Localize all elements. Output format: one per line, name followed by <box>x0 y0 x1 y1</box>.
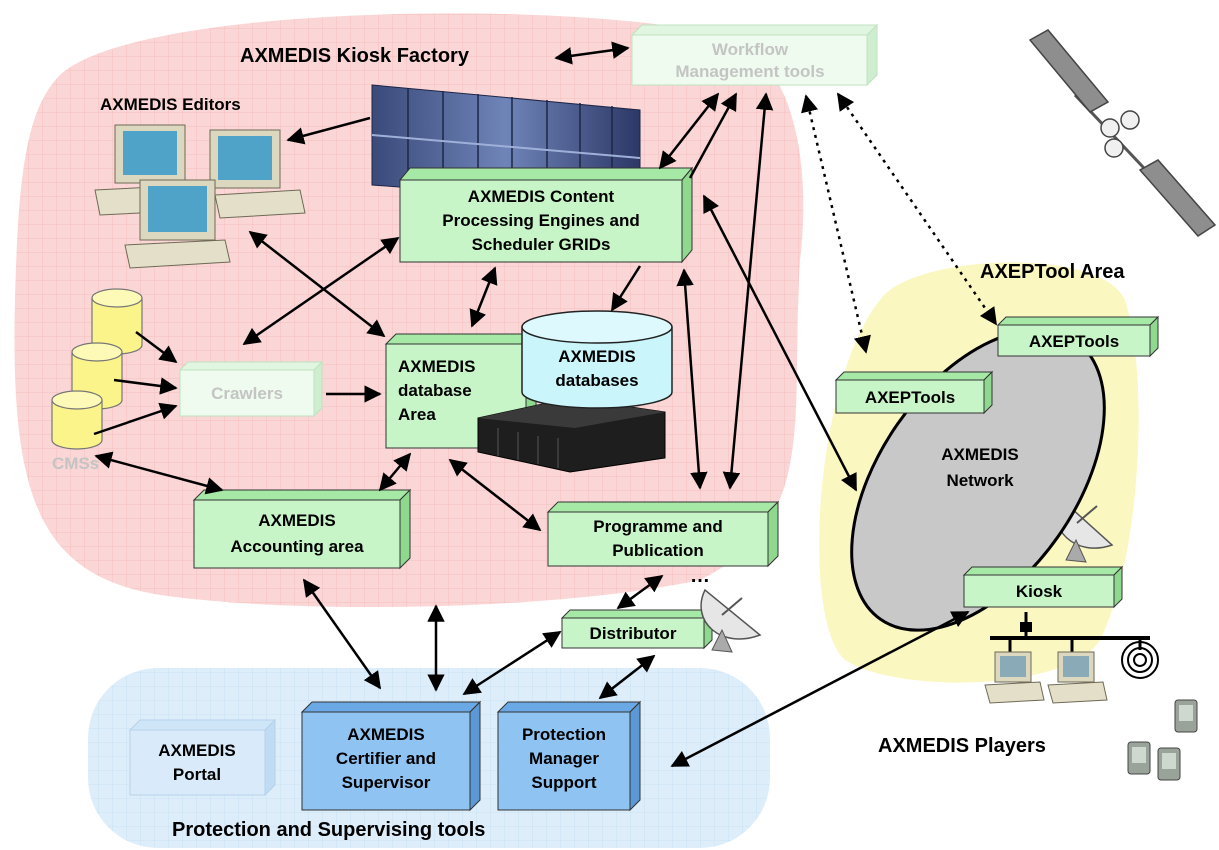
player-computers-icon <box>984 651 1108 704</box>
arrow-cms-crawlers-1 <box>135 331 178 364</box>
arrow-programme-distributor <box>616 574 664 610</box>
accounting-label-1: AXMEDIS <box>258 511 335 530</box>
editor-computers-icon <box>94 124 306 269</box>
certifier-label-1: AXMEDIS <box>347 725 424 744</box>
workflow-label-1: Workflow <box>712 40 789 59</box>
protection-manager-box[interactable]: Protection Manager Support <box>496 700 642 812</box>
players-title: AXMEDIS Players <box>878 735 1046 757</box>
arrow-crawlers-content <box>242 236 400 346</box>
distributor-label: Distributor <box>590 624 677 643</box>
arrow-cms-crawlers-3 <box>93 402 178 436</box>
axeptools-left-box[interactable]: AXEPTools <box>834 370 994 415</box>
arrow-content-network <box>702 194 858 492</box>
arrow-content-databases <box>610 265 642 312</box>
axmedis-databases-cylinder[interactable]: AXMEDIS databases <box>521 310 673 409</box>
distributor-box[interactable]: Distributor <box>560 608 714 650</box>
databases-label-1: AXMEDIS <box>558 347 635 366</box>
programme-ellipsis: … <box>690 565 710 587</box>
protection-manager-label-1: Protection <box>522 725 606 744</box>
accounting-label-2: Accounting area <box>230 537 364 556</box>
crawlers-label: Crawlers <box>211 384 283 403</box>
portal-label-1: AXMEDIS <box>158 741 235 760</box>
content-processing-label-2: Processing Engines and <box>442 211 639 230</box>
arrow-distributor-certifier <box>462 630 562 696</box>
portal-box[interactable]: AXMEDIS Portal <box>128 718 277 797</box>
arrow-cms-crawlers-2 <box>113 377 178 395</box>
cmss-label: CMSs <box>52 454 99 473</box>
database-area-label-1: AXMEDIS <box>398 357 475 376</box>
network-label-1: AXMEDIS <box>941 445 1018 464</box>
certifier-label-3: Supervisor <box>342 773 431 792</box>
programme-label-2: Publication <box>612 541 704 560</box>
content-processing-box[interactable]: AXMEDIS Content Processing Engines and S… <box>398 166 694 264</box>
protection-manager-label-3: Support <box>531 773 596 792</box>
arrow-database-programme <box>448 458 542 532</box>
content-processing-label-3: Scheduler GRIDs <box>472 235 611 254</box>
player-speaker-icon <box>1121 641 1159 679</box>
arrow-cms-accounting <box>94 451 224 495</box>
editors-label: AXMEDIS Editors <box>100 95 241 114</box>
workflow-label-2: Management tools <box>675 62 824 81</box>
arrow-workflow-content <box>658 92 720 170</box>
database-area-label-2: database <box>398 381 472 400</box>
arrow-server-editors <box>286 116 371 145</box>
portal-label-2: Portal <box>173 765 221 784</box>
kiosk-label: Kiosk <box>1016 582 1063 601</box>
network-label-2: Network <box>946 471 1014 490</box>
accounting-box[interactable]: AXMEDIS Accounting area <box>192 488 412 570</box>
kiosk-factory-title: AXMEDIS Kiosk Factory <box>240 45 470 67</box>
crawlers-box[interactable]: Crawlers <box>178 360 324 418</box>
protection-tools-title: Protection and Supervising tools <box>172 819 485 841</box>
database-area-label-3: Area <box>398 405 436 424</box>
certifier-label-2: Certifier and <box>336 749 436 768</box>
databases-label-2: databases <box>555 371 638 390</box>
arrow-content-programme <box>676 268 708 490</box>
programme-label-1: Programme and <box>593 517 722 536</box>
dotted-workflow-axeptools-top <box>836 92 998 326</box>
dotted-workflow-axeptools-left <box>801 94 871 354</box>
arrow-accounting-certifier <box>302 578 382 690</box>
kiosk-lan-icon <box>990 612 1150 652</box>
satellite-icon <box>1028 29 1217 237</box>
dotted-arrows <box>801 92 998 354</box>
content-processing-label-1: AXMEDIS Content <box>468 187 615 206</box>
arrow-content-database <box>469 266 498 328</box>
workflow-management-box[interactable]: Workflow Management tools <box>630 23 879 87</box>
arrow-database-accounting <box>378 452 412 492</box>
arrow-factory-workflow <box>554 41 630 65</box>
arrow-kiosk-protection <box>670 610 970 768</box>
axeptools-top-label: AXEPTools <box>1029 332 1119 351</box>
axeptools-left-label: AXEPTools <box>865 388 955 407</box>
player-pda-icons <box>1127 699 1198 781</box>
connector-arrows <box>93 41 970 768</box>
kiosk-box[interactable]: Kiosk <box>962 565 1124 609</box>
axeptools-top-box[interactable]: AXEPTools <box>996 315 1160 358</box>
programme-publication-box[interactable]: Programme and Publication <box>546 500 780 568</box>
protection-manager-label-2: Manager <box>529 749 599 768</box>
cms-databases-icon <box>51 288 143 450</box>
certifier-box[interactable]: AXMEDIS Certifier and Supervisor <box>300 700 482 812</box>
arrow-distributor-protection <box>598 654 656 700</box>
axeptool-area-title: AXEPTool Area <box>980 261 1125 283</box>
